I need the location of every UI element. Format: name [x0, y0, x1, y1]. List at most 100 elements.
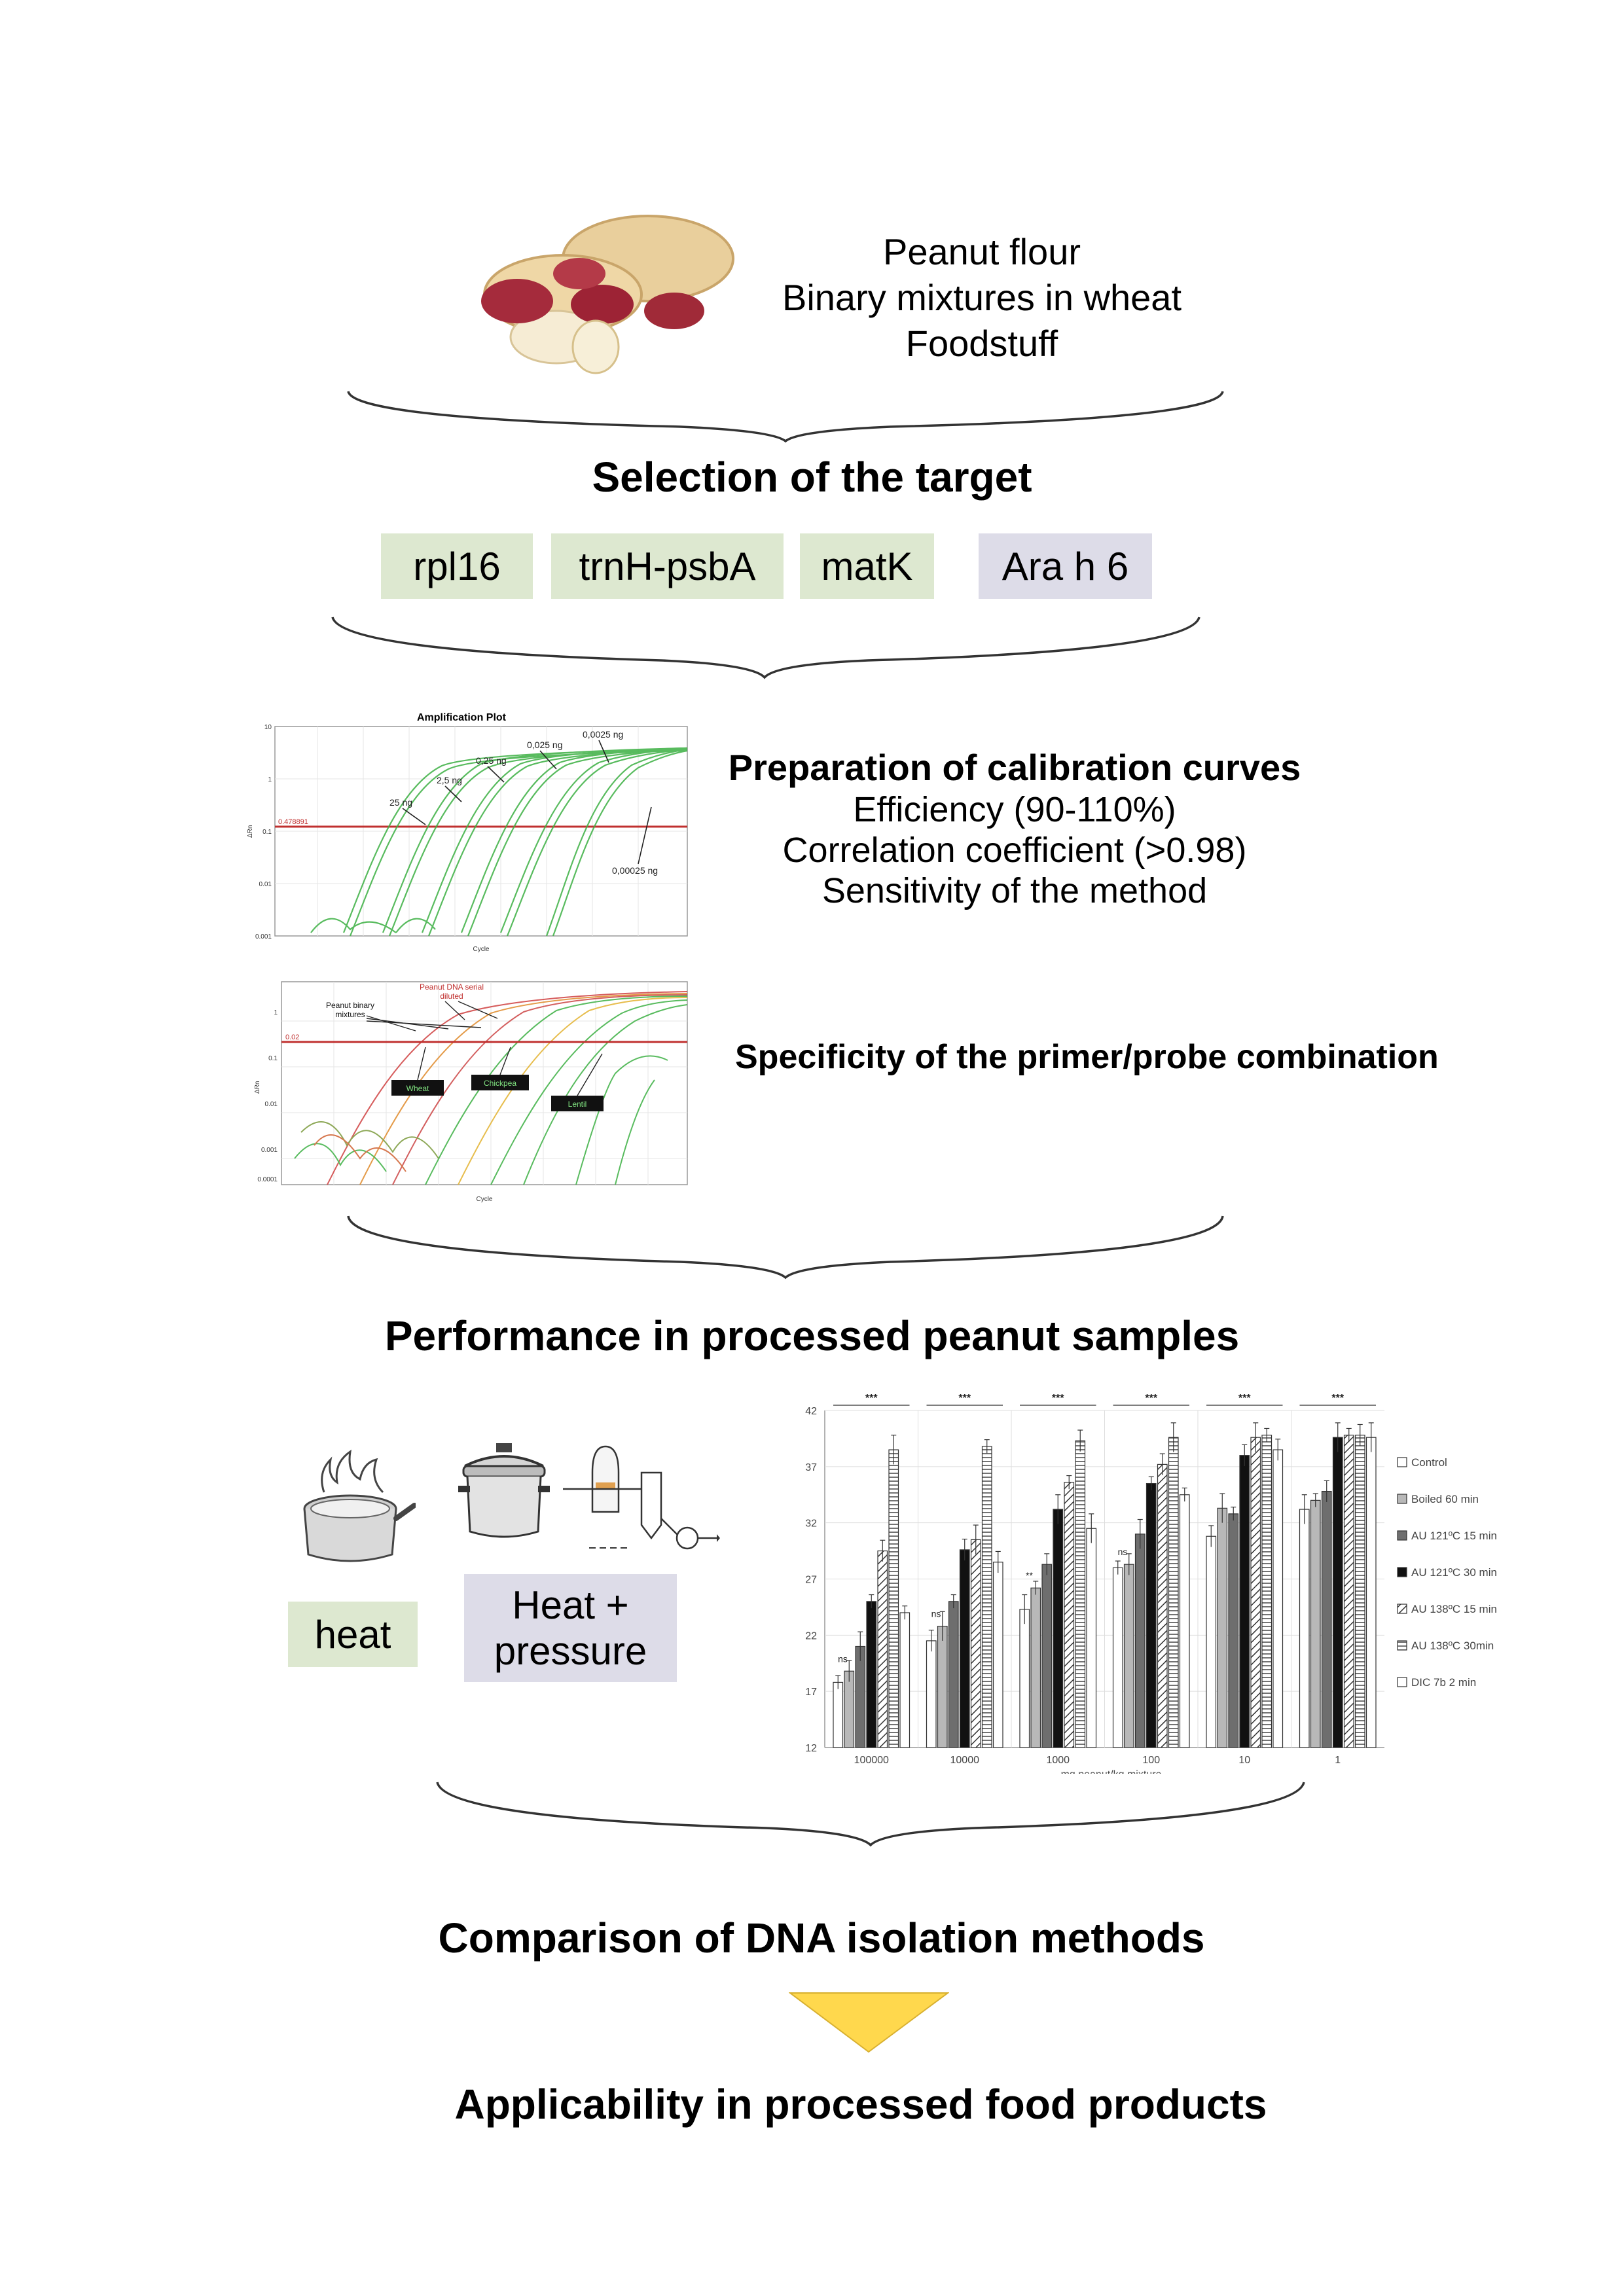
bar-0-5 — [888, 1449, 899, 1748]
legend-swatch — [1397, 1567, 1407, 1577]
bar-2-6 — [1086, 1528, 1097, 1748]
amp-threshold-label: 0.478891 — [278, 818, 308, 826]
specificity-title: Specificity of the primer/probe combinat… — [735, 1038, 1439, 1076]
amp-y-tick-0-01: 0.01 — [259, 881, 272, 888]
comparison-title: Comparison of DNA isolation methods — [438, 1914, 1205, 1962]
selection-title: Selection of the target — [592, 454, 1032, 501]
target-matk-label: matK — [821, 544, 913, 588]
treatment-heat-pressure: Heat + pressure — [464, 1574, 677, 1682]
bar-chart-x-tick: 10 — [1238, 1755, 1250, 1766]
bar-chart-x-tick: 1 — [1335, 1755, 1341, 1766]
processing-bar-chart: 12172227323742***100000***10000***1000**… — [805, 1393, 1497, 1774]
legend-label: Boiled 60 min — [1411, 1493, 1479, 1505]
spec-y-label: ΔRn — [254, 1081, 261, 1094]
down-arrow-icon — [789, 1992, 949, 2053]
brace-1 — [347, 391, 1224, 443]
species-tag-wheat — [391, 1080, 444, 1096]
specificity-plot: 1 0.1 0.01 0.001 0.0001 ΔRn Cycle 0.02 P… — [254, 981, 688, 1203]
target-trnh-psba-label: trnH-psbA — [579, 544, 756, 588]
amp-label-25ng: 25 ng — [389, 797, 412, 808]
bar-2-1 — [1030, 1587, 1041, 1748]
bar-5-2 — [1321, 1491, 1332, 1748]
bar-chart-y-tick: 32 — [805, 1518, 817, 1530]
target-matk: matK — [800, 533, 934, 599]
bar-chart-x-tick: 100000 — [854, 1755, 889, 1766]
amp-label-2-5ng: 2,5 ng — [437, 775, 462, 785]
spec-title-line1: Peanut DNA serial — [420, 982, 484, 992]
target-rpl16-label: rpl16 — [413, 544, 501, 588]
bar-4-5 — [1261, 1435, 1272, 1748]
treatment-pressure-line1: Heat + — [512, 1583, 629, 1627]
intro-line-foodstuff: Foodstuff — [905, 323, 1058, 364]
bar-4-1 — [1217, 1507, 1228, 1748]
bar-chart-y-tick: 22 — [805, 1630, 817, 1641]
pair-significance-label: ns — [931, 1609, 941, 1619]
legend-swatch — [1397, 1530, 1407, 1541]
legend-label: AU 121ºC 15 min — [1411, 1530, 1497, 1542]
pair-significance-label: ns — [1118, 1547, 1128, 1557]
bar-chart-y-tick: 27 — [805, 1575, 817, 1586]
legend-label: Control — [1411, 1456, 1447, 1469]
legend-swatch — [1397, 1494, 1407, 1504]
legend-swatch — [1397, 1604, 1407, 1614]
amp-x-label: Cycle — [473, 946, 489, 953]
legend-swatch — [1397, 1457, 1407, 1467]
spec-y-tick-0-01: 0.01 — [265, 1101, 278, 1108]
bar-5-3 — [1332, 1437, 1343, 1748]
amp-y-label: ΔRn — [247, 825, 254, 838]
bar-5-6 — [1365, 1437, 1377, 1748]
bar-3-0 — [1112, 1567, 1123, 1748]
bar-4-0 — [1206, 1535, 1217, 1748]
bar-0-6 — [899, 1612, 911, 1748]
pressure-cooker-icon — [458, 1443, 550, 1538]
calibration-line-efficiency: Efficiency (90-110%) — [853, 790, 1176, 829]
applicability-title: Applicability in processed food products — [454, 2081, 1267, 2128]
calibration-line-sensitivity: Sensitivity of the method — [821, 871, 1208, 910]
legend-label: DIC 7b 2 min — [1411, 1676, 1476, 1689]
significance-label: *** — [1052, 1393, 1064, 1404]
spec-y-tick-0-1: 0.1 — [268, 1055, 278, 1062]
bar-chart-y-tick: 42 — [805, 1406, 817, 1417]
species-lentil: Lentil — [568, 1100, 587, 1109]
bar-chart-x-tick: 1000 — [1046, 1755, 1070, 1766]
amplification-plot: Amplification Plot 10 1 0.1 0.01 0.001 Δ… — [247, 712, 688, 953]
significance-label: *** — [958, 1393, 971, 1404]
bar-4-4 — [1250, 1437, 1261, 1748]
bar-1-2 — [948, 1601, 959, 1748]
bar-0-4 — [877, 1550, 888, 1748]
autoclave-process-icon — [563, 1445, 720, 1550]
bar-5-4 — [1343, 1435, 1354, 1748]
bar-0-0 — [833, 1681, 844, 1748]
spec-y-tick-0-001: 0.001 — [261, 1147, 278, 1154]
bar-3-5 — [1168, 1437, 1179, 1748]
intro-text-block: Peanut flour Binary mixtures in wheat Fo… — [720, 229, 1244, 367]
bar-3-3 — [1146, 1482, 1157, 1748]
spec-threshold-label: 0.02 — [285, 1033, 299, 1041]
calibration-block: Preparation of calibration curves Effici… — [687, 746, 1342, 911]
species-tag-chickpea — [471, 1075, 529, 1090]
target-trnh-psba: trnH-psbA — [551, 533, 784, 599]
performance-title: Performance in processed peanut samples — [384, 1312, 1240, 1359]
amp-y-tick-0-001: 0.001 — [255, 933, 272, 941]
bar-1-6 — [992, 1562, 1003, 1748]
bar-chart-x-tick: 100 — [1142, 1755, 1160, 1766]
spec-y-tick-0-0001: 0.0001 — [257, 1176, 278, 1183]
bar-4-2 — [1228, 1513, 1239, 1748]
target-ara-h-6: Ara h 6 — [979, 533, 1152, 599]
amp-plot-title: Amplification Plot — [417, 712, 507, 723]
intro-line-binary-mixtures: Binary mixtures in wheat — [782, 277, 1182, 318]
bar-0-3 — [866, 1601, 877, 1748]
significance-label: *** — [865, 1393, 878, 1404]
bar-1-0 — [926, 1640, 937, 1748]
bar-2-4 — [1064, 1482, 1075, 1748]
amp-y-tick-1: 1 — [268, 776, 272, 783]
significance-label: *** — [1238, 1393, 1251, 1404]
bar-5-1 — [1310, 1499, 1321, 1748]
spec-mixture-line2: mixtures — [335, 1010, 365, 1019]
bar-2-5 — [1075, 1440, 1086, 1748]
bar-3-6 — [1179, 1494, 1190, 1748]
bar-3-4 — [1157, 1463, 1168, 1748]
bar-chart-x-tick: 10000 — [950, 1755, 980, 1766]
intro-line-peanut-flour: Peanut flour — [883, 231, 1081, 272]
amp-label-0-025ng: 0,025 ng — [527, 740, 563, 750]
